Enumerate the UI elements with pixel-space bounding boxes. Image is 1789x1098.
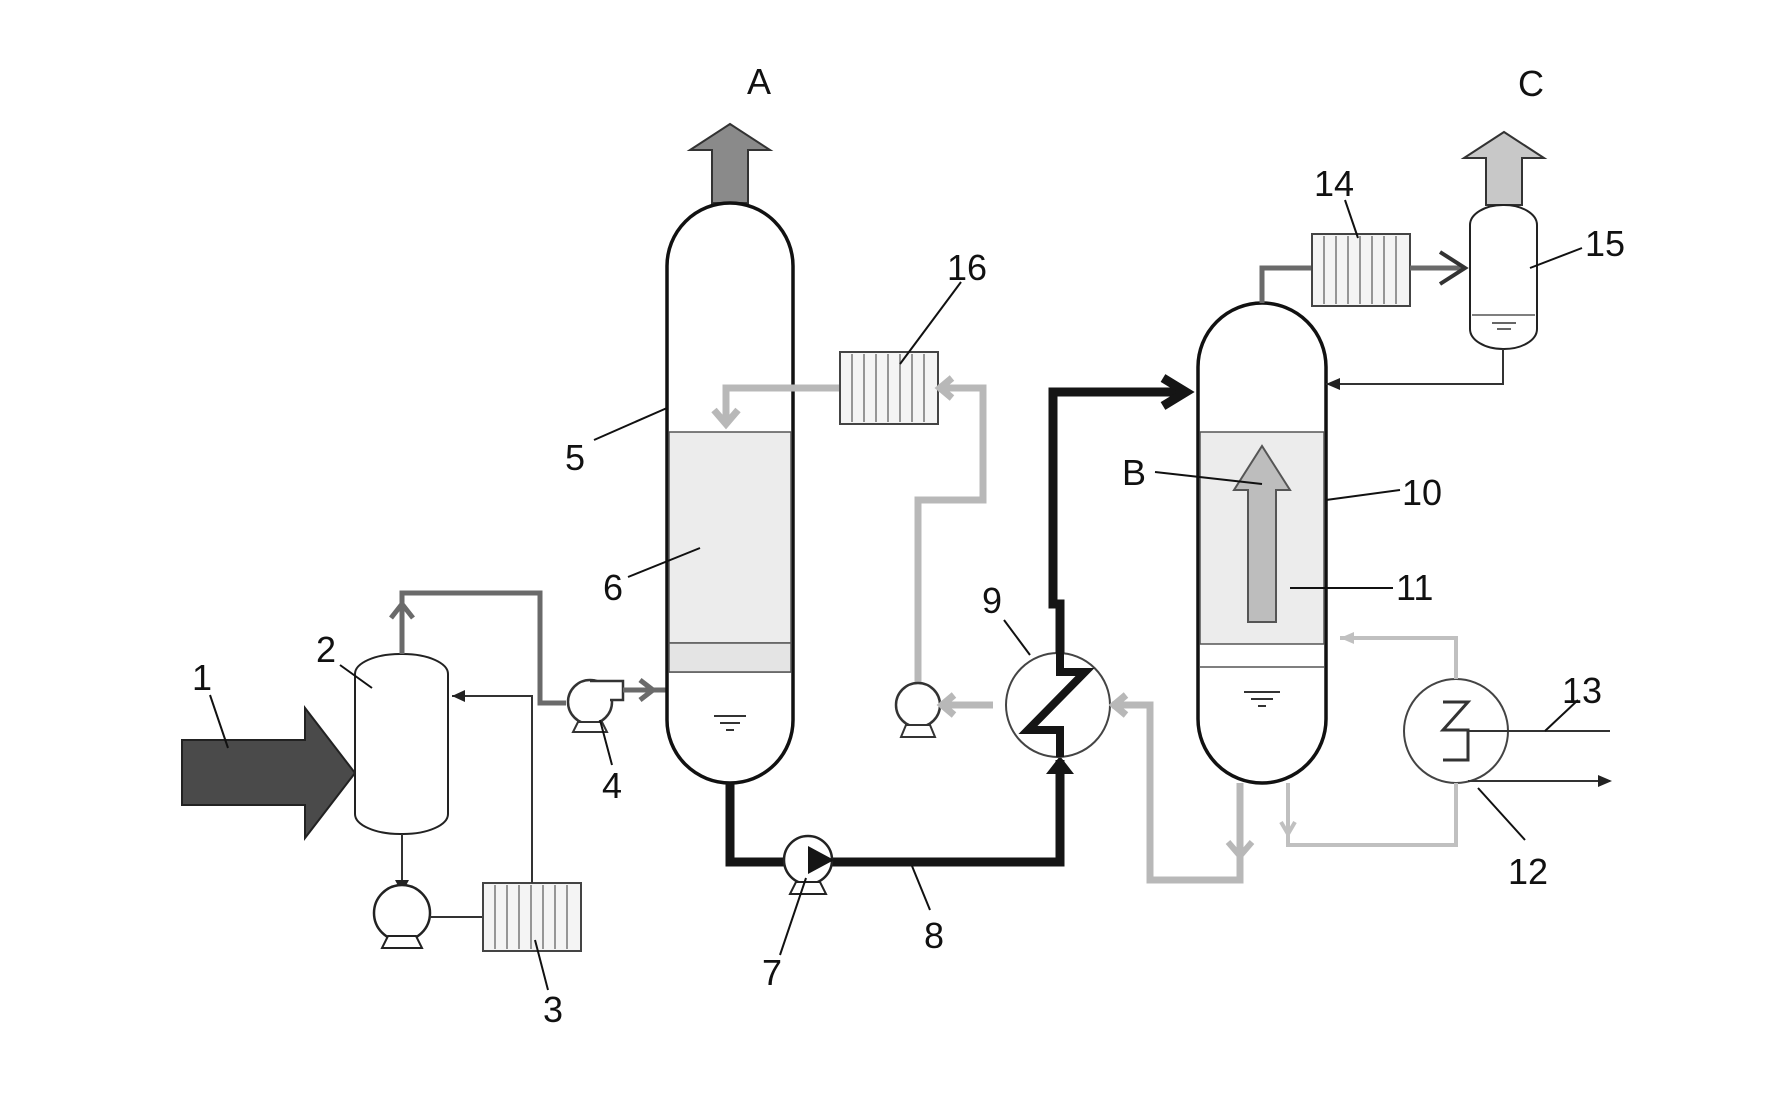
label-feed-gas: 1: [192, 657, 212, 698]
label-stream-b: B: [1122, 452, 1146, 493]
leader-12: [1478, 788, 1525, 840]
label-regenerator-packing: 11: [1396, 567, 1433, 608]
pre-scrubber-pump: [374, 885, 430, 941]
reflux-return-line: [1326, 349, 1503, 384]
leader-9: [1004, 620, 1030, 655]
lean-solvent-pump: [896, 683, 940, 727]
label-rich-line: 8: [924, 915, 944, 956]
label-gas-blower: 4: [602, 765, 622, 806]
recycle-return-arrowhead: [452, 690, 465, 702]
leader-14: [1345, 200, 1358, 238]
label-overhead-condenser: 14: [1314, 163, 1354, 204]
label-steam: 13: [1562, 670, 1602, 711]
lean-solvent-pump-base: [901, 725, 935, 737]
label-lean-cooler: 16: [947, 247, 987, 288]
reflux-return-arrowhead: [1326, 378, 1340, 390]
recycle-return-line: [452, 696, 532, 883]
leader-5: [594, 408, 667, 440]
leader-10: [1326, 490, 1400, 500]
label-rich-pump: 7: [762, 952, 782, 993]
label-reboiler: 12: [1508, 851, 1548, 892]
label-heat-exchanger: 9: [982, 580, 1002, 621]
steam-outlet-arrowhead: [1598, 775, 1612, 787]
label-stream-a: A: [747, 61, 771, 102]
label-stream-c: C: [1518, 63, 1544, 104]
leader-4: [600, 720, 612, 765]
label-reflux-separator: 15: [1585, 223, 1625, 264]
label-regenerator: 10: [1402, 472, 1442, 513]
reboiler-vapor-return-line: [1340, 638, 1456, 679]
label-recycle-cooler: 3: [543, 989, 563, 1030]
rich-solvent-hx-inlet-arrowhead: [1046, 756, 1074, 774]
pre-scrubber-vessel: [355, 654, 448, 834]
leader-8: [912, 866, 930, 910]
lean-solvent-pump-discharge-line: [918, 388, 983, 687]
stream-c-arrow: [1464, 132, 1544, 205]
rich-solvent-pump-base: [790, 882, 826, 894]
pre-scrubber-pump-base: [382, 936, 422, 948]
reflux-separator: [1470, 205, 1537, 349]
rich-solvent-line: [730, 760, 1060, 862]
label-pre-scrubber: 2: [316, 629, 336, 670]
regenerator-overhead-line: [1262, 268, 1312, 303]
feed-gas-arrow: [182, 708, 355, 838]
absorber-packing: [669, 432, 791, 643]
reboiler-feed-line: [1288, 783, 1456, 845]
stream-a-arrow: [690, 124, 770, 203]
label-absorber: 5: [565, 437, 585, 478]
label-absorber-packing: 6: [603, 567, 623, 608]
reboiler-vapor-arrowhead: [1340, 632, 1354, 644]
absorber-packing-lower: [669, 643, 791, 672]
rich-solvent-to-regenerator-line: [1053, 392, 1183, 653]
